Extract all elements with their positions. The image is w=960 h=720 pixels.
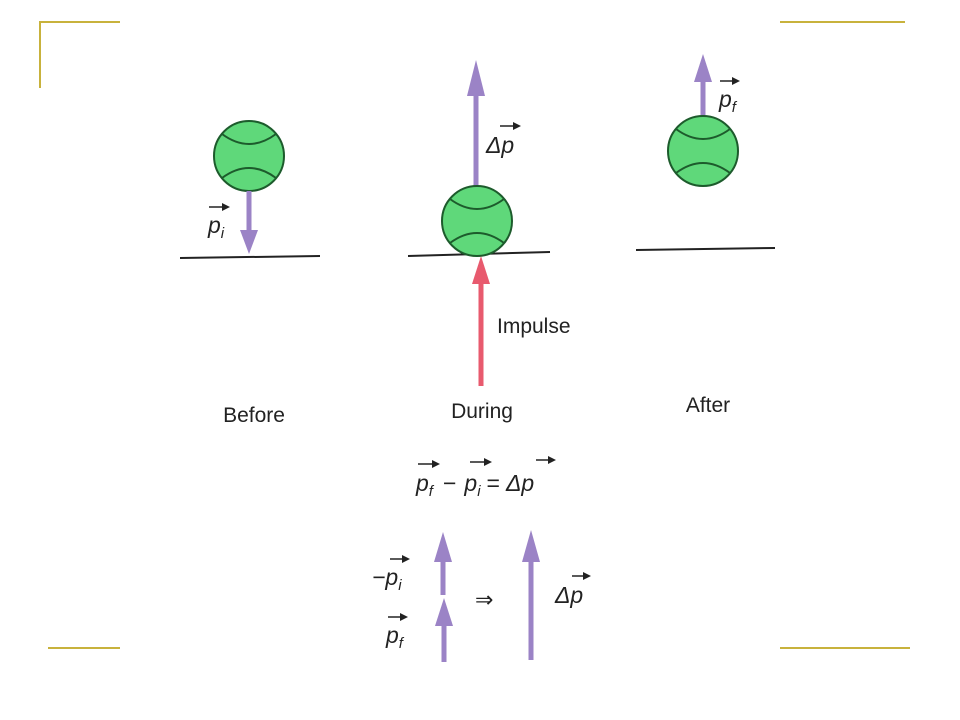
eq-minus: − (443, 470, 456, 496)
pf-arrow (435, 598, 453, 662)
implies-symbol: ⇒ (475, 588, 493, 613)
momentum-symbol: p (207, 212, 221, 238)
impulse-arrow (472, 256, 490, 386)
momentum-final-label: pf (718, 77, 740, 116)
slide-frame (39, 21, 910, 649)
delta-p-result-arrow (522, 530, 540, 660)
ball (667, 115, 739, 187)
momentum-final-arrow (694, 54, 712, 117)
pf-subscript: f (399, 635, 405, 652)
momentum-initial-label: pi (207, 203, 230, 242)
svg-text:pf: pf (718, 86, 738, 116)
neg-pi-label: −pi (372, 555, 410, 594)
ground-line (635, 247, 776, 251)
delta-p-arrow (467, 60, 485, 190)
svg-text:−pi: −pi (372, 564, 402, 594)
momentum-subscript: i (221, 225, 225, 242)
vector-sum: −pi pf ⇒ Δp (372, 530, 591, 662)
during-panel: Δp Impulse During (407, 60, 571, 423)
impulse-label: Impulse (497, 315, 571, 338)
delta-p-result-text: Δp (554, 582, 583, 608)
eq-term1: p (415, 470, 429, 496)
eq-rhs: Δp (505, 470, 534, 496)
delta-p-text: Δp (485, 132, 514, 158)
neg-pi-arrow (434, 532, 452, 595)
delta-p-result-label: Δp (554, 572, 591, 608)
delta-p-label: Δp (485, 122, 521, 158)
pf-label: pf (385, 613, 408, 652)
neg-pi-subscript: i (398, 577, 402, 594)
svg-text:pf−pi=Δp: pf−pi=Δp (415, 470, 534, 500)
eq-term2: p (463, 470, 477, 496)
pf-symbol: p (385, 622, 399, 648)
after-label: After (686, 394, 730, 417)
ground-line (179, 255, 321, 259)
eq-equals: = (487, 470, 500, 496)
ball (213, 120, 285, 192)
neg-pi-symbol: −p (372, 564, 398, 590)
momentum-subscript: f (732, 99, 738, 116)
svg-text:pf: pf (385, 622, 405, 652)
momentum-symbol: p (718, 86, 732, 112)
momentum-equation: pf−pi=Δp (415, 456, 556, 500)
ball (441, 185, 513, 257)
svg-text:pi: pi (207, 212, 225, 242)
eq-term2-sub: i (477, 483, 481, 500)
eq-term1-sub: f (429, 483, 435, 500)
momentum-initial-arrow (240, 191, 258, 254)
before-label: Before (223, 404, 285, 427)
during-label: During (451, 400, 513, 423)
after-panel: pf After (635, 54, 776, 417)
before-panel: pi Before (179, 120, 321, 427)
